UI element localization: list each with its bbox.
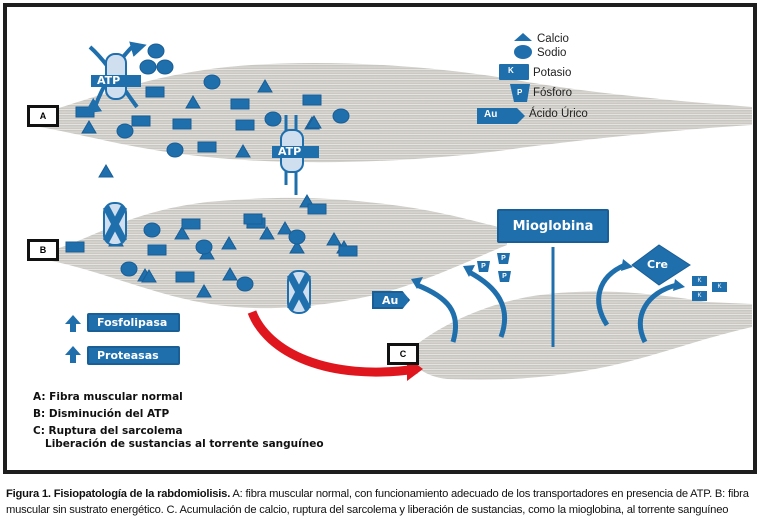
sodium-ion bbox=[143, 222, 161, 238]
caption-title: Figura 1. Fisiopatología de la rabdomiol… bbox=[6, 488, 231, 500]
key-a: A: Fibra muscular normal bbox=[33, 391, 183, 403]
legend-k-symbol: K bbox=[508, 66, 514, 75]
calcium-ion bbox=[259, 226, 275, 240]
phosphorus-chip: P bbox=[498, 271, 511, 282]
potassium-ion bbox=[230, 98, 250, 110]
atp-label-1: ATP bbox=[97, 74, 121, 87]
increase-arrow-icon bbox=[65, 346, 81, 355]
atp-channel-a2 bbox=[272, 115, 319, 195]
sodium-ion bbox=[264, 111, 282, 127]
potassium-ion bbox=[338, 245, 358, 257]
sodium-ion bbox=[120, 261, 138, 277]
legend-acido-urico: Ácido Úrico bbox=[529, 108, 588, 120]
calcium-ion bbox=[257, 79, 273, 93]
calcium-ion bbox=[222, 267, 238, 281]
key-c: C: Ruptura del sarcolema bbox=[33, 425, 183, 437]
potassium-ion bbox=[243, 213, 263, 225]
legend-potasio: Potasio bbox=[533, 67, 572, 79]
calcium-ion bbox=[326, 232, 342, 246]
calcium-ion bbox=[306, 115, 322, 129]
progression-arrow bbox=[247, 310, 418, 377]
key-b: B: Disminución del ATP bbox=[33, 408, 170, 420]
sodium-ion bbox=[116, 123, 134, 139]
legend-au-symbol: Au bbox=[484, 109, 498, 120]
potassium-ion bbox=[131, 115, 151, 127]
calcium-ion bbox=[221, 236, 237, 250]
potassium-ion bbox=[147, 244, 167, 256]
panel-label-a: A bbox=[27, 105, 59, 127]
enzyme-proteasas: Proteasas bbox=[87, 346, 180, 365]
potassium-chip: K bbox=[712, 282, 727, 292]
atp-label-2: ATP bbox=[278, 145, 302, 158]
uric-acid-tag: Au bbox=[372, 291, 410, 309]
sodium-ion bbox=[156, 59, 174, 75]
sodium-ion bbox=[288, 229, 306, 245]
key-c-detail: Liberación de sustancias al torrente san… bbox=[45, 438, 324, 450]
creatinine-label: Cre bbox=[647, 258, 668, 271]
legend-sodio: Sodio bbox=[537, 47, 567, 59]
potassium-ion bbox=[302, 94, 322, 106]
legend-fosforo: Fósforo bbox=[533, 87, 572, 99]
panel-label-b: B bbox=[27, 239, 59, 261]
figure-caption: Figura 1. Fisiopatología de la rabdomiol… bbox=[6, 486, 756, 518]
calcium-ion bbox=[235, 144, 251, 158]
calcium-ion bbox=[277, 221, 293, 235]
creatinine-diamond bbox=[631, 244, 691, 286]
muscle-fiber-b bbox=[47, 197, 507, 309]
sodium-ion bbox=[195, 239, 213, 255]
calcium-ion bbox=[174, 226, 190, 240]
blocked-channel-b2 bbox=[286, 270, 312, 314]
legend-shapes bbox=[477, 33, 532, 124]
legend-calcio: Calcio bbox=[537, 33, 569, 45]
panel-label-c: C bbox=[387, 343, 419, 365]
sodium-ion bbox=[332, 108, 350, 124]
potassium-ion bbox=[175, 271, 195, 283]
potassium-ion bbox=[65, 241, 85, 253]
figure-frame: A B C ATP ATP Calcio Sodio K Potasio P F… bbox=[3, 3, 757, 474]
sodium-ion bbox=[236, 276, 254, 292]
muscle-fiber-c bbox=[407, 291, 752, 380]
calcium-ion bbox=[141, 269, 157, 283]
atp-channel-a1 bbox=[84, 41, 147, 114]
myoglobin-box: Mioglobina bbox=[497, 209, 609, 243]
increase-arrow-icon bbox=[65, 315, 81, 324]
calcium-ion bbox=[289, 240, 305, 254]
calcium-ion bbox=[196, 284, 212, 298]
calcium-ion bbox=[81, 120, 97, 134]
potassium-ion bbox=[145, 86, 165, 98]
increase-arrow-stem bbox=[70, 323, 76, 332]
increase-arrow-stem bbox=[70, 354, 76, 363]
potassium-ion bbox=[235, 119, 255, 131]
sodium-ion bbox=[166, 142, 184, 158]
potassium-ion bbox=[197, 141, 217, 153]
potassium-chip: K bbox=[692, 291, 707, 301]
phosphorus-chip: P bbox=[477, 261, 490, 272]
sodium-ion bbox=[139, 59, 157, 75]
caption-text: A: fibra muscular normal, con funcionami… bbox=[6, 488, 749, 516]
potassium-ion bbox=[172, 118, 192, 130]
diagram-canvas bbox=[27, 33, 752, 381]
phosphorus-chip: P bbox=[497, 253, 510, 264]
enzyme-fosfolipasa: Fosfolipasa bbox=[87, 313, 180, 332]
potassium-ion bbox=[307, 203, 327, 215]
legend-p-symbol: P bbox=[517, 88, 523, 97]
release-arrows bbox=[416, 262, 678, 344]
blocked-channel-b1 bbox=[102, 202, 128, 246]
potassium-chip: K bbox=[692, 276, 707, 286]
potassium-ion bbox=[181, 218, 201, 230]
calcium-ion bbox=[98, 164, 114, 178]
sodium-ion bbox=[203, 74, 221, 90]
calcium-ion bbox=[185, 95, 201, 109]
sodium-ion bbox=[147, 43, 165, 59]
